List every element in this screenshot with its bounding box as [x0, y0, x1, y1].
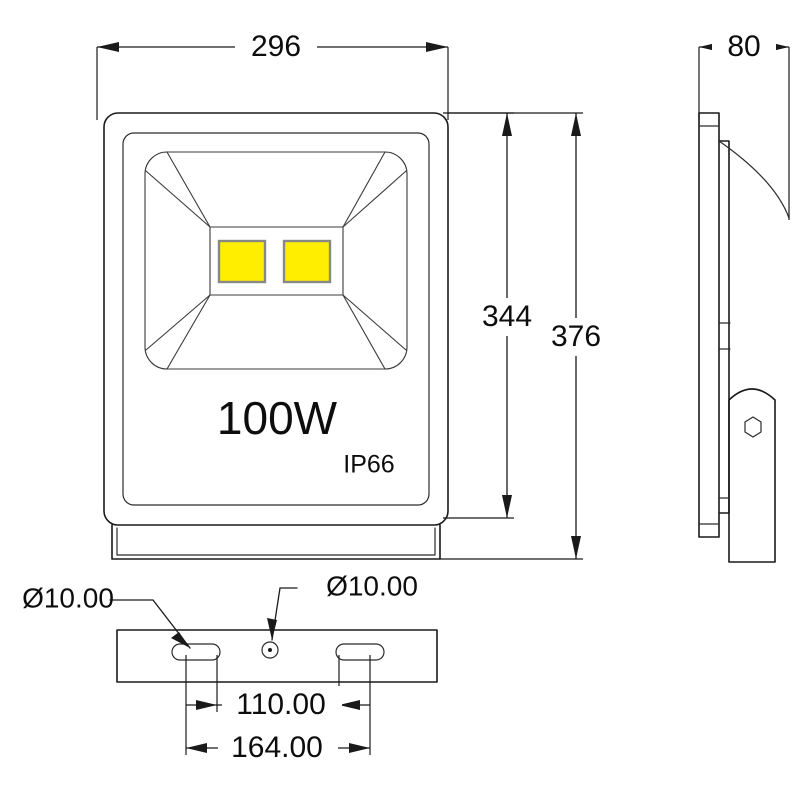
reflector-outer-boundary [144, 151, 408, 370]
side-heatsink-curve [718, 140, 790, 219]
leader-line-hole-center [271, 587, 298, 641]
arrowhead-164-left [186, 743, 207, 753]
front-bracket-outer [111, 524, 441, 560]
dimension-slot-spacing-110: 110.00 [186, 655, 370, 724]
reflector-facet-tr [342, 170, 407, 228]
front-view: 100W IP66 [103, 112, 449, 560]
leader-line-slot-left [109, 599, 191, 649]
bracket-slot-right [335, 643, 385, 661]
dim-text-hole-diameter-center: Ø10.00 [326, 570, 418, 601]
bracket-bar [116, 629, 438, 683]
arrowhead-164-right [349, 743, 370, 753]
leader-slot-diameter-left: Ø10.00 [22, 582, 191, 649]
power-label: 100W [217, 392, 338, 444]
dim-text-slot-spacing-110: 110.00 [236, 688, 326, 721]
reflector-facet-tl2 [166, 151, 211, 228]
dim-text-slot-spacing-164: 164.00 [231, 731, 323, 764]
dimension-height-376: 376 [440, 112, 615, 560]
dimension-slot-spacing-164: 164.00 [185, 655, 371, 767]
reflector-inner-plate [209, 226, 344, 296]
dim-text-width: 296 [251, 30, 301, 63]
arrowhead-376-bottom [571, 536, 581, 559]
led-chip-right [282, 239, 332, 284]
dim-text-376: 376 [551, 320, 601, 353]
arrowhead-slot-left [171, 632, 190, 648]
dim-text-bg-depth [712, 28, 776, 66]
side-view [698, 112, 790, 563]
housing-outer-body [103, 112, 449, 526]
dim-text-depth: 80 [727, 30, 760, 63]
dim-text-bg-344 [469, 298, 546, 336]
reflector-facet-br2 [342, 294, 386, 370]
hex-bolt-icon [744, 416, 762, 438]
arrowhead-110-right [339, 700, 360, 710]
dim-text-bg-width [235, 28, 317, 66]
side-body-profile [718, 140, 730, 514]
led-chip-left [217, 239, 267, 284]
dimension-width-296: 296 [96, 28, 449, 120]
reflector-facet-tr2 [342, 151, 386, 228]
arrowhead-376-top [571, 113, 581, 136]
housing-inner-frame [122, 132, 430, 506]
side-bracket-arm [728, 388, 776, 563]
reflector-facet-tl [145, 170, 211, 228]
bracket-slot-left [171, 643, 221, 661]
arrowhead-344-bottom [502, 495, 512, 518]
side-lens-strip [698, 112, 720, 538]
dim-text-bg-376 [538, 318, 615, 356]
side-bracket-lower [718, 497, 730, 514]
arrowhead-width-left [97, 42, 119, 52]
arrowhead-344-top [502, 113, 512, 136]
arrowhead-110-left [196, 700, 217, 710]
bottom-bracket-view [116, 629, 438, 683]
dimension-height-344: 344 [443, 112, 546, 519]
dim-text-bg-164 [218, 729, 338, 767]
leader-hole-diameter-center: Ø10.00 [267, 570, 418, 641]
dim-text-bg-110 [222, 686, 342, 724]
dimension-depth-80: 80 [698, 28, 790, 220]
ip-rating-label: IP66 [343, 451, 394, 479]
reflector-facet-br [342, 294, 407, 351]
bracket-center-hole-dot [268, 648, 272, 652]
bracket-center-hole [261, 641, 279, 659]
reflector-facet-bl [145, 294, 211, 351]
arrowhead-width-right [426, 42, 448, 52]
dim-text-344: 344 [482, 300, 532, 333]
dim-text-slot-diameter-left: Ø10.00 [22, 582, 114, 613]
arrowhead-hole-center [267, 618, 277, 640]
front-bracket-inner [116, 527, 436, 556]
reflector-facet-bl2 [166, 294, 211, 370]
